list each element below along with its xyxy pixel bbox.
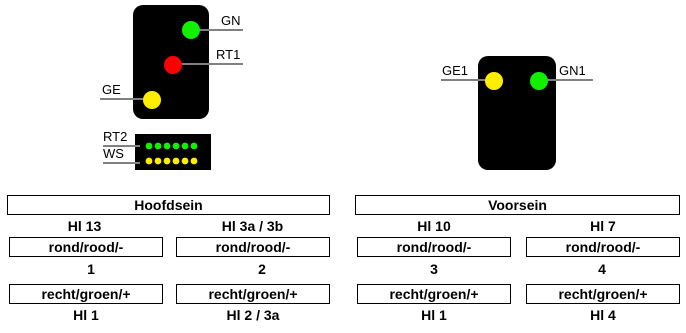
voorsein-col1-state-top-text: rond/rood/-: [396, 239, 472, 255]
ws-label: WS: [103, 146, 124, 161]
voorsein-col2-state-top: rond/rood/-: [526, 237, 680, 257]
ws-dot-row: [145, 157, 198, 165]
rt2-dot-row: [145, 142, 198, 150]
hoofdsein-col1-state-bottom: recht/groen/+: [9, 284, 163, 304]
voorsein-col1-number: 3: [430, 261, 438, 277]
ws-dot: [145, 157, 153, 165]
rt2-dot: [154, 142, 162, 150]
hoofdsein-title-box: Hoofdsein: [7, 195, 330, 215]
voorsein-col2-state-bottom-text: recht/groen/+: [558, 286, 648, 302]
gn1-label: GN1: [559, 63, 586, 78]
hoofdsein-title: Hoofdsein: [134, 197, 203, 213]
ge1-label: GE1: [442, 63, 468, 78]
ge1-lamp: [485, 72, 503, 90]
voorsein-col2-state-top-text: rond/rood/-: [565, 239, 641, 255]
voorsein-col1-state-bottom-text: recht/groen/+: [389, 286, 479, 302]
voorsein-col2-aspect-bottom: Hl 4: [590, 307, 616, 323]
signals-drawing: GN RT1 GE RT2 WS GE1: [100, 5, 593, 170]
voorsein-title-box: Voorsein: [355, 195, 680, 215]
ws-dot: [172, 157, 180, 165]
ws-dot: [154, 157, 162, 165]
voorsein-col1-state-bottom: recht/groen/+: [357, 284, 511, 304]
hoofdsein-col1-aspect-bottom: Hl 1: [73, 307, 99, 323]
indicator-housing: [135, 134, 211, 170]
hoofdsein-col1-number: 1: [87, 261, 95, 277]
hoofdsein-col2-number: 2: [258, 261, 266, 277]
gn-label: GN: [221, 13, 241, 28]
rt2-label: RT2: [103, 129, 127, 144]
rt1-label: RT1: [216, 47, 240, 62]
rt2-dot: [145, 142, 153, 150]
hoofdsein-col2-aspect-bottom: Hl 2 / 3a: [226, 307, 280, 323]
hoofdsein-col2-state-top: rond/rood/-: [176, 237, 330, 257]
hoofdsein-col1-state-top-text: rond/rood/-: [48, 239, 124, 255]
rt2-dot: [172, 142, 180, 150]
ws-dot: [190, 157, 198, 165]
ws-dot: [163, 157, 171, 165]
gn-lamp: [182, 21, 200, 39]
voorsein-col1-aspect-bottom: Hl 1: [421, 307, 447, 323]
rt2-dot: [190, 142, 198, 150]
voorsein-col2-aspect-top: Hl 7: [590, 218, 616, 234]
ge-lamp: [143, 91, 161, 109]
hoofdsein-col1-state-top: rond/rood/-: [9, 237, 163, 257]
hoofdsein-col2-state-bottom-text: recht/groen/+: [208, 286, 298, 302]
voorsein-col2-number: 4: [598, 261, 606, 277]
hoofdsein-col1-state-bottom-text: recht/groen/+: [41, 286, 131, 302]
hoofdsein-col2-state-top-text: rond/rood/-: [215, 239, 291, 255]
rt2-dot: [181, 142, 189, 150]
voorsein-col1-state-top: rond/rood/-: [357, 237, 511, 257]
voorsein-col2-state-bottom: recht/groen/+: [526, 284, 680, 304]
voorsein-col1-aspect-top: Hl 10: [417, 218, 451, 234]
rt2-dot: [163, 142, 171, 150]
ws-dot: [181, 157, 189, 165]
hoofdsein-col2-state-bottom: recht/groen/+: [176, 284, 330, 304]
gn1-lamp: [530, 72, 548, 90]
hoofdsein-col1-aspect-top: Hl 13: [67, 218, 102, 234]
voorsein-title: Voorsein: [488, 197, 547, 213]
ge-label: GE: [102, 82, 121, 97]
hoofdsein-col2-aspect-top: Hl 3a / 3b: [221, 218, 284, 234]
rt1-lamp: [164, 56, 182, 74]
